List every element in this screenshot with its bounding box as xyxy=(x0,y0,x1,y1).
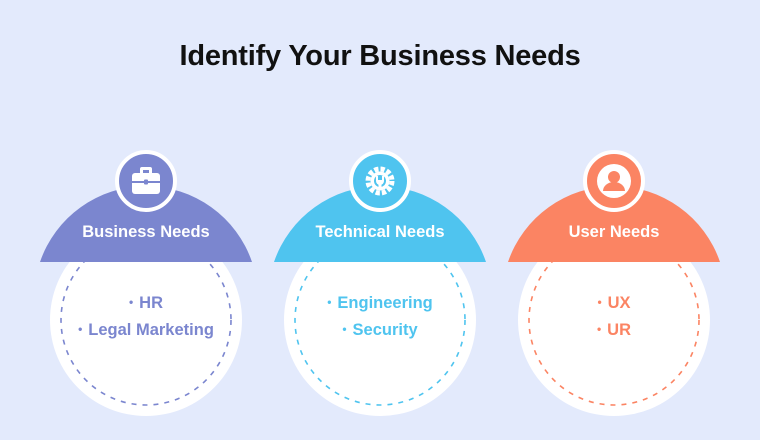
list-item: •Engineering xyxy=(327,294,433,312)
list-item: •HR xyxy=(128,294,164,312)
card-body-circle xyxy=(50,224,242,416)
header-dome xyxy=(508,186,720,262)
list-item: •UR xyxy=(596,321,632,339)
card-body-circle xyxy=(518,224,710,416)
header-dome xyxy=(274,186,486,262)
list-item: •UX xyxy=(597,294,631,312)
page-title: Identify Your Business Needs xyxy=(179,40,581,72)
technical-needs-card: Technical Needs •Engineering •Security xyxy=(272,150,488,416)
gear-wrench-icon xyxy=(365,166,395,196)
card-title: Technical Needs xyxy=(315,223,445,241)
briefcase-icon xyxy=(132,167,160,194)
card-title: User Needs xyxy=(568,223,660,241)
header-dome xyxy=(40,186,252,262)
list-item: •Legal Marketing xyxy=(78,321,214,339)
card-item-list: •UX •UR xyxy=(506,290,722,344)
card-item-list: •Engineering •Security xyxy=(272,290,488,344)
business-needs-card: Business Needs •HR •Legal Marketing xyxy=(38,150,254,416)
list-item: •Security xyxy=(342,321,418,339)
card-item-list: •HR •Legal Marketing xyxy=(38,290,254,344)
technical-needs-graphic xyxy=(274,150,486,416)
card-title: Business Needs xyxy=(82,223,210,241)
user-needs-graphic xyxy=(508,150,720,416)
business-needs-graphic xyxy=(40,150,252,416)
card-body-circle xyxy=(284,224,476,416)
user-needs-card: User Needs •UX •UR xyxy=(506,150,722,416)
user-icon xyxy=(597,164,631,198)
